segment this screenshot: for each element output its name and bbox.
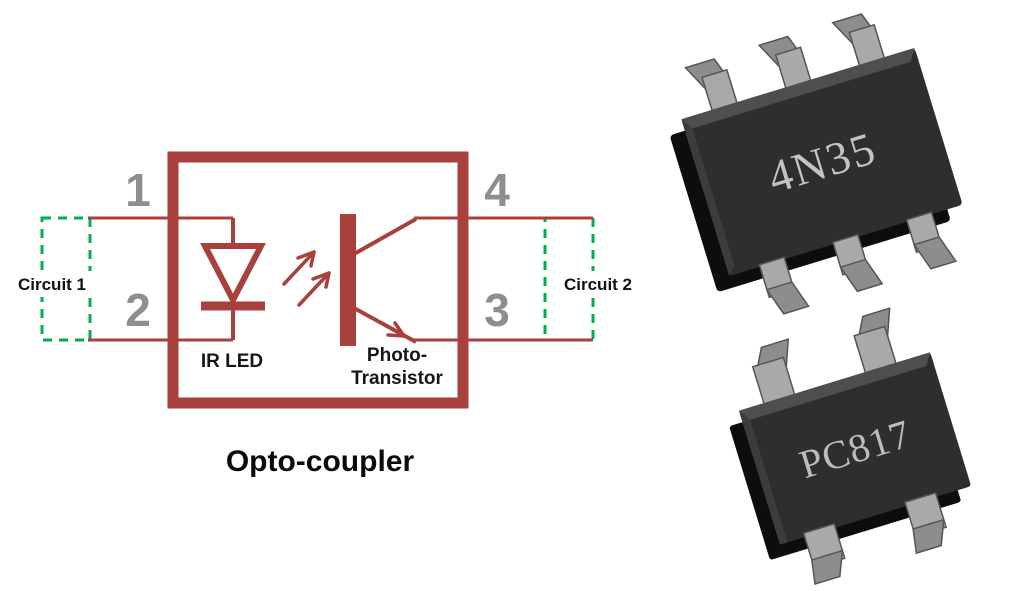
light-arrow-2-head [311, 271, 331, 289]
light-arrow-1-head [296, 250, 316, 268]
optocoupler-schematic: 1 2 4 3 Circuit 1 Circuit 2 IR LED Photo… [4, 151, 647, 478]
transistor-base-bar [340, 214, 356, 346]
transistor-emitter-arrowhead [386, 321, 406, 338]
pin-number-2: 2 [125, 284, 151, 336]
chip-pc817-top-pins [751, 307, 898, 408]
transistor-emitter [353, 306, 417, 344]
chip-4n35-top-pins [684, 13, 887, 117]
circuit2-label-plate [549, 271, 647, 297]
chip-pin [839, 258, 884, 293]
led-triangle [200, 243, 266, 307]
chip-pin [912, 518, 945, 555]
circuit2-label: Circuit 2 [564, 275, 632, 294]
chip-pc817-top-bevel [738, 352, 931, 420]
chip-pc817-bottom-pins [802, 491, 948, 586]
ir-led-symbol [200, 218, 266, 340]
circuit1-label-plate [4, 271, 101, 297]
light-arrows [282, 250, 331, 307]
pin-number-4: 4 [484, 164, 510, 216]
transistor-collector [353, 217, 417, 256]
pin-number-1: 1 [125, 164, 151, 216]
chip-4n35-bottom-pins [758, 211, 958, 315]
pin-number-3: 3 [484, 284, 510, 336]
chip-4n35: 4N35 [670, 13, 962, 315]
phototransistor-label-line1: Photo- [367, 345, 427, 366]
chip-pin [810, 549, 844, 586]
chip-4n35-top-bevel [681, 47, 915, 129]
chip-pc817-left-bevel [738, 410, 788, 545]
figure-caption: Opto-coupler [226, 445, 415, 478]
light-arrow-2 [297, 271, 331, 307]
circuit1-label: Circuit 1 [18, 275, 86, 294]
phototransistor-label-line2: Transistor [351, 368, 443, 389]
ir-led-label: IR LED [201, 351, 263, 372]
phototransistor-symbol [340, 214, 417, 346]
chip-pc817: PC817 [729, 307, 971, 586]
light-arrow-1 [282, 250, 316, 286]
chip-pin [912, 236, 958, 270]
optocoupler-package-outline [167, 151, 469, 409]
chip-pin [765, 281, 810, 315]
chip-4n35-left-bevel [681, 119, 735, 277]
